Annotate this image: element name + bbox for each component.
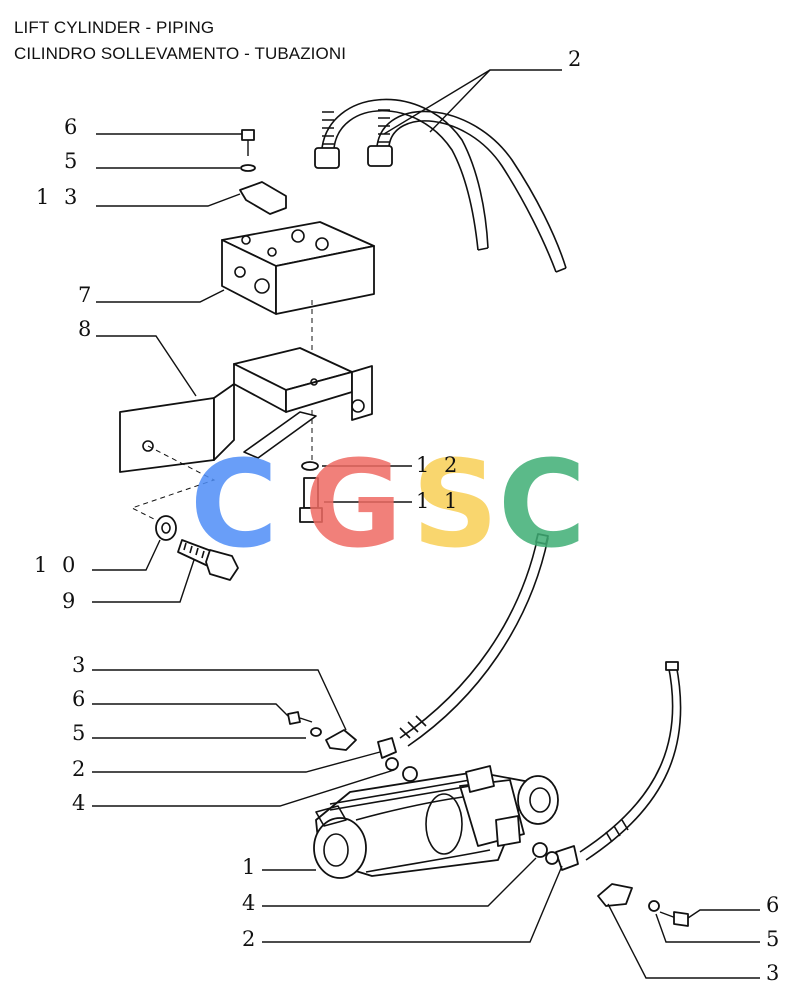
watermark-letter-g: G <box>304 436 403 575</box>
callout-9: 9 <box>62 589 79 613</box>
callout-12: 1 2 <box>416 453 461 477</box>
callout-10: 1 0 <box>34 553 79 577</box>
bolt-11 <box>299 477 323 523</box>
watermark-letter-c1: C <box>190 436 278 575</box>
bolt-left <box>287 711 313 725</box>
bolt-9 <box>177 539 239 581</box>
cgsc-watermark: C G S C <box>190 436 586 575</box>
washer-4-low <box>532 842 548 858</box>
lift-cylinder <box>313 765 559 879</box>
washer-top <box>240 164 256 172</box>
clamp-plate-top <box>239 181 287 215</box>
hose-long-middle <box>377 533 549 759</box>
callout-5-left: 5 <box>72 721 89 745</box>
washer-4-mid <box>385 757 399 771</box>
callout-3-left: 3 <box>72 653 89 677</box>
valve-block <box>221 221 375 315</box>
washer-10 <box>155 515 177 541</box>
washer-left <box>310 727 322 737</box>
callout-2-top: 2 <box>568 47 585 71</box>
callout-2-low: 2 <box>242 927 259 951</box>
title-english: LIFT CYLINDER - PIPING <box>14 18 215 37</box>
callout-labels: 2 6 5 1 3 7 8 1 2 1 1 1 0 9 3 6 5 2 4 1 … <box>34 47 783 985</box>
bolt-top <box>241 129 255 156</box>
bolt-right <box>659 911 689 927</box>
callout-6-right: 6 <box>766 893 783 917</box>
hose-long-right <box>555 661 682 871</box>
clamp-right <box>597 883 633 907</box>
leader-lines <box>92 69 760 979</box>
clamp-left <box>325 729 357 751</box>
callout-5-top: 5 <box>64 149 81 173</box>
callout-5-right: 5 <box>766 927 783 951</box>
callout-7: 7 <box>78 283 95 307</box>
title-italian: CILINDRO SOLLEVAMENTO - TUBAZIONI <box>14 44 347 63</box>
callout-2-mid: 2 <box>72 757 89 781</box>
washer-right <box>648 900 660 912</box>
washer-12 <box>301 461 319 471</box>
callout-1: 1 <box>242 855 259 879</box>
callout-4-mid: 4 <box>72 791 89 815</box>
callout-11: 1 1 <box>416 489 461 513</box>
callout-4-low: 4 <box>242 891 259 915</box>
callout-6-top: 6 <box>64 115 81 139</box>
callout-3-right: 3 <box>766 961 783 985</box>
mounting-bracket <box>119 347 373 473</box>
watermark-letter-c2: C <box>498 436 586 575</box>
callout-8: 8 <box>78 317 95 341</box>
callout-13: 1 3 <box>36 185 81 209</box>
callout-6-left: 6 <box>72 687 89 711</box>
hose-pair-top <box>314 98 567 273</box>
watermark-letter-s: S <box>412 436 498 575</box>
